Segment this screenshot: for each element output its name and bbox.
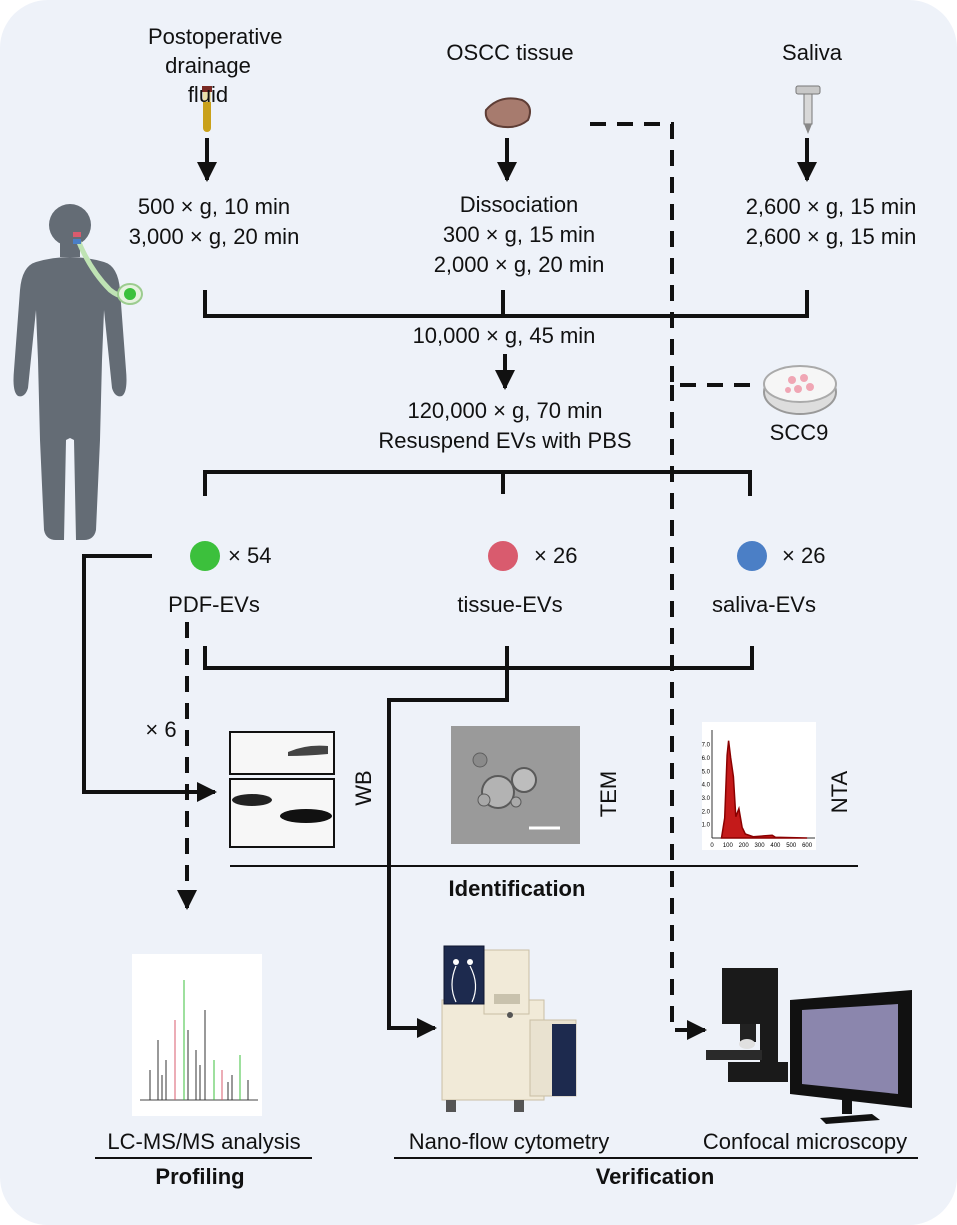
nta-y-tick: 6.0: [702, 756, 711, 762]
source-tissue-label: OSCC tissue: [446, 40, 574, 65]
nta-y-tick: 5.0: [702, 769, 711, 775]
western-blot-image: [229, 731, 335, 848]
nta-y-tick: 1.0: [702, 823, 711, 829]
saliva-protocol: 2,600 × g, 15 min 2,600 × g, 15 min: [745, 194, 917, 249]
wound-mark-2: [73, 239, 81, 244]
saliva-ev-label: saliva-EVs: [712, 592, 816, 617]
saliva-ev-dot: [737, 541, 767, 571]
cell-line-label: SCC9: [769, 420, 829, 445]
nta-x-tick: 600: [802, 843, 813, 849]
final-step: 120,000 × g, 70 min Resuspend EVs with P…: [378, 398, 632, 453]
nta-x-tick: 100: [723, 843, 734, 849]
nta-y-tick: 7.0: [702, 743, 711, 749]
nta-label: NTA: [827, 770, 852, 814]
petri-dish-icon: [763, 365, 837, 415]
pdf-ev-label: PDF-EVs: [168, 592, 260, 617]
mass-spectrum-image: [132, 954, 262, 1116]
source-pdf-label: Postoperative drainage fluid: [148, 24, 283, 107]
tissue-ev-label: tissue-EVs: [457, 592, 563, 617]
tem-label: TEM: [596, 770, 621, 818]
verification-heading: Verification: [595, 1164, 715, 1189]
confocal-microscope-icon: [706, 968, 912, 1124]
confocal-label: Confocal microscopy: [702, 1129, 908, 1154]
pdf-protocol: 500 × g, 10 min 3,000 × g, 20 min: [128, 194, 300, 249]
nanoflow-label: Nano-flow cytometry: [408, 1129, 610, 1154]
nta-x-tick: 400: [770, 843, 781, 849]
pdf-ev-count: × 54: [228, 543, 272, 568]
pdf-subset-count: × 6: [145, 717, 177, 742]
nta-y-tick: 4.0: [702, 783, 711, 789]
tissue-protocol: Dissociation 300 × g, 15 min 2,000 × g, …: [433, 192, 605, 277]
saliva-ev-count: × 26: [782, 543, 826, 568]
wb-label: WB: [351, 770, 376, 806]
lcms-label: LC-MS/MS analysis: [107, 1129, 301, 1154]
saliva-tube-icon: [795, 85, 821, 134]
nta-y-tick: 2.0: [702, 809, 711, 815]
nta-chart: [702, 722, 816, 850]
tissue-ev-count: × 26: [534, 543, 578, 568]
nta-x-tick: 500: [786, 843, 797, 849]
profiling-heading: Profiling: [155, 1164, 245, 1189]
source-saliva-label: Saliva: [782, 40, 842, 65]
pdf-ev-dot: [190, 541, 220, 571]
identification-heading: Identification: [448, 876, 586, 901]
tissue-icon: [484, 97, 531, 129]
wound-mark: [73, 232, 81, 237]
tissue-ev-dot: [488, 541, 518, 571]
nta-size-distribution: [720, 740, 808, 839]
nta-x-tick: 300: [755, 843, 766, 849]
human-body-icon: [13, 204, 127, 540]
merge-step: 10,000 × g, 45 min: [412, 323, 596, 348]
nano-flow-cytometer-icon: [441, 945, 577, 1112]
nta-x-tick: 0: [710, 843, 714, 849]
nta-y-tick: 3.0: [702, 796, 711, 802]
blood-tube-icon: [202, 86, 212, 132]
tem-image: [451, 726, 580, 844]
nta-x-tick: 200: [739, 843, 750, 849]
